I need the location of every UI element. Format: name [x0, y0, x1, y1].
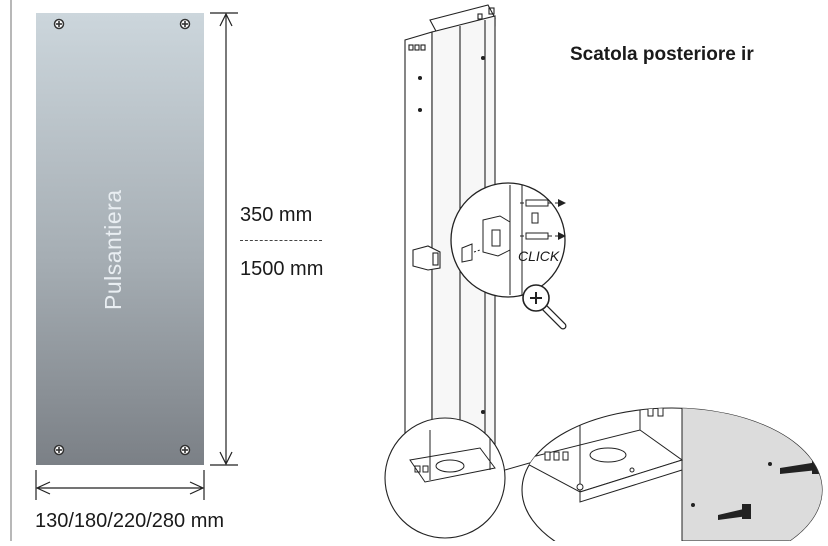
screw-detail-ellipse: [521, 407, 823, 546]
bottom-detail-circle: [384, 417, 506, 539]
panel-plate: [36, 13, 204, 465]
panel-drawing: [36, 13, 204, 465]
diagram-title: Scatola posteriore ir: [570, 44, 754, 65]
height-divider: [240, 240, 322, 241]
width-dimension: [35, 470, 205, 500]
height-max-label: 1500 mm: [240, 258, 324, 280]
magnifier-plus-icon: [522, 284, 567, 330]
height-min-label: 350 mm: [240, 204, 313, 226]
clip-detail-circle: [450, 182, 566, 298]
height-dimension: [210, 12, 238, 466]
clip-icon: [461, 215, 511, 263]
click-label: CLICK: [518, 248, 560, 264]
screw-icon: [718, 504, 751, 520]
panel-label: Pulsantiera: [100, 189, 126, 310]
width-options-label: 130/180/220/280 mm: [35, 510, 225, 532]
